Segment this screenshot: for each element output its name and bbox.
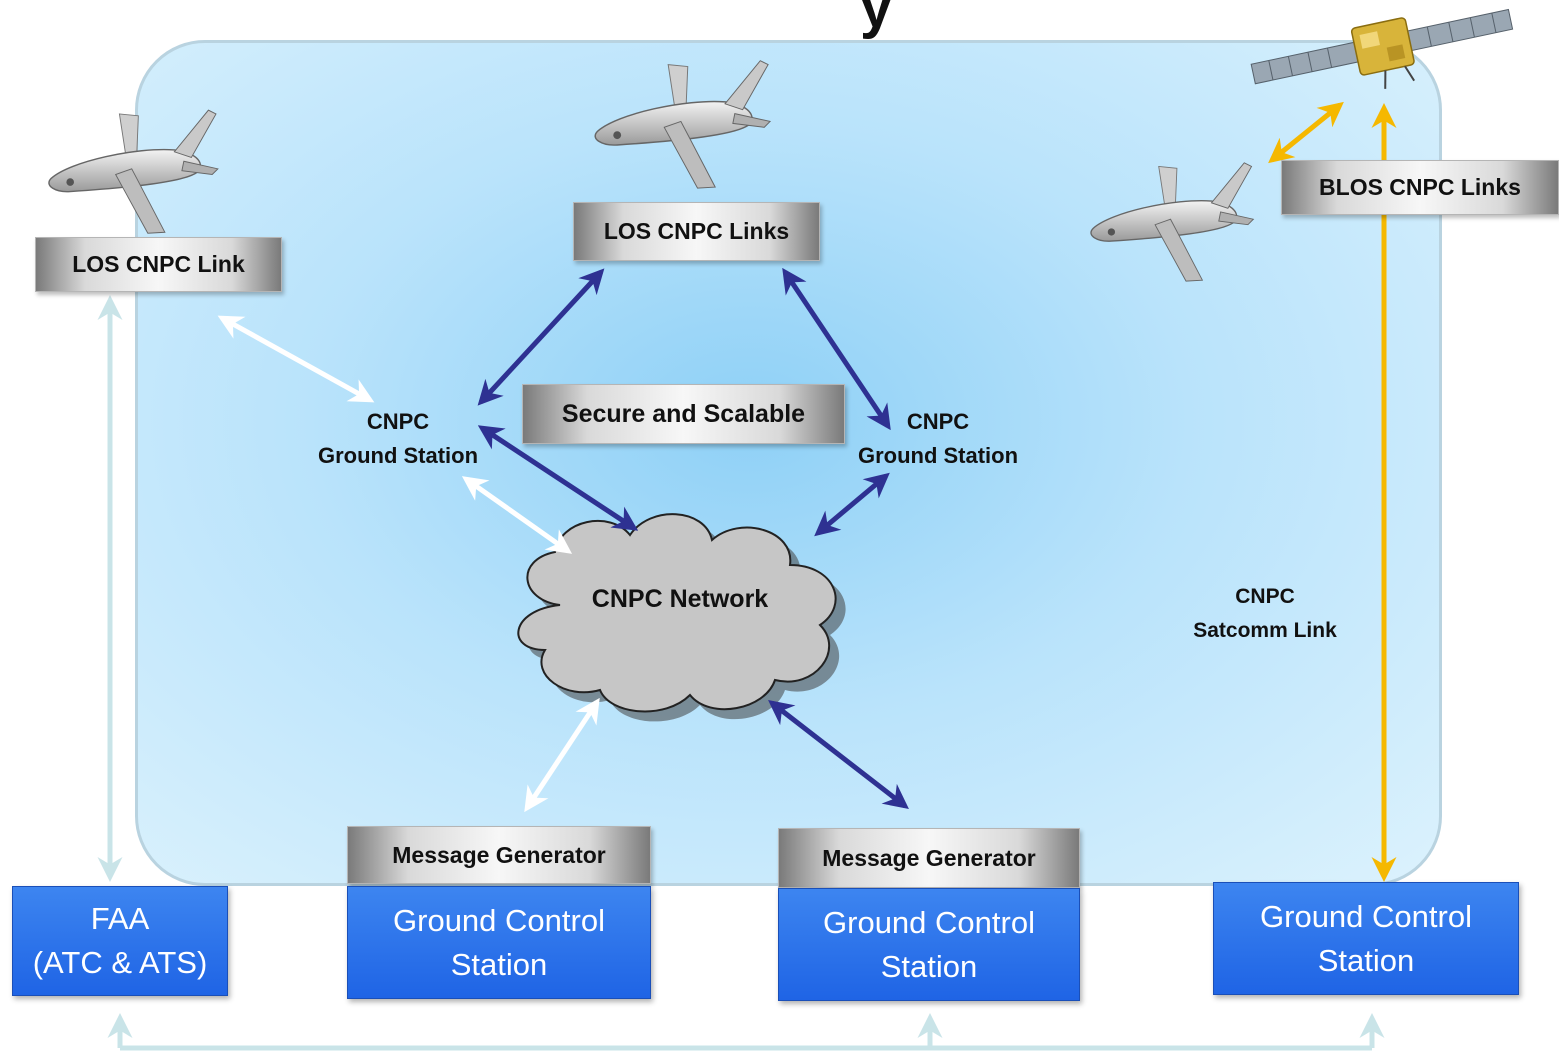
gcs3-line1: Ground Control: [1260, 898, 1472, 934]
faa-box: FAA (ATC & ATS): [12, 886, 228, 996]
secure-scalable-label: Secure and Scalable: [522, 384, 845, 444]
satcomm-arrows: [1268, 101, 1397, 882]
cnpc-ground-station-right: CNPC Ground Station: [838, 405, 1038, 473]
faa-line2: (ATC & ATS): [32, 945, 208, 980]
gcs1-line2: Station: [450, 946, 548, 982]
ground-station-right-line2: Ground Station: [857, 443, 1019, 468]
message-generator-label-2: Message Generator: [778, 828, 1080, 888]
satellite-icon: [1250, 8, 1514, 89]
gold-arrow-uav-to-satellite: [1268, 101, 1344, 164]
uav-icon-right: [1090, 162, 1255, 282]
message-generator-label-1: Message Generator: [347, 826, 651, 884]
los-cnpc-link-label: LOS CNPC Link: [35, 237, 282, 292]
ground-station-left-line2: Ground Station: [317, 443, 479, 468]
ground-station-left-line1: CNPC: [366, 409, 430, 434]
navy-arrow-los-to-gs-left: [477, 268, 605, 406]
title-fragment: y: [860, 0, 893, 40]
gcs3-line2: Station: [1317, 942, 1415, 978]
cloud-icon: [517, 513, 846, 722]
ground-control-station-1: Ground Control Station: [347, 886, 651, 999]
cnpc-ground-station-left: CNPC Ground Station: [298, 405, 498, 473]
satcomm-line2: Satcomm Link: [1193, 619, 1337, 642]
white-arrows: [217, 315, 600, 813]
gcs1-line1: Ground Control: [393, 902, 605, 938]
white-arrow-los-link-to-gs: [217, 315, 375, 403]
faa-line1: FAA: [90, 901, 150, 936]
blos-cnpc-links-label: BLOS CNPC Links: [1281, 160, 1559, 215]
white-arrow-gs-to-cloud: [461, 476, 573, 554]
ground-station-right-line1: CNPC: [906, 409, 970, 434]
uav-icon-left: [48, 109, 219, 234]
cnpc-satcomm-link-label: CNPC Satcomm Link: [1165, 580, 1365, 648]
los-cnpc-links-label: LOS CNPC Links: [573, 202, 820, 261]
navy-arrow-cloud-to-msg2: [768, 699, 909, 810]
pale-arrows: [97, 295, 1385, 1051]
ground-control-station-2: Ground Control Station: [778, 888, 1080, 1001]
uav-icon-center: [594, 59, 771, 189]
white-arrow-cloud-to-msg1: [524, 697, 600, 813]
navy-arrow-los-to-gs-right: [782, 267, 891, 431]
gcs2-line2: Station: [880, 948, 978, 984]
navy-arrows: [477, 267, 909, 810]
navy-arrow-gs-right-to-cloud: [814, 472, 890, 537]
cloud-network-label: CNPC Network: [591, 585, 769, 613]
ground-control-station-3: Ground Control Station: [1213, 882, 1519, 995]
gcs2-line1: Ground Control: [823, 904, 1035, 940]
satcomm-line1: CNPC: [1235, 585, 1295, 608]
